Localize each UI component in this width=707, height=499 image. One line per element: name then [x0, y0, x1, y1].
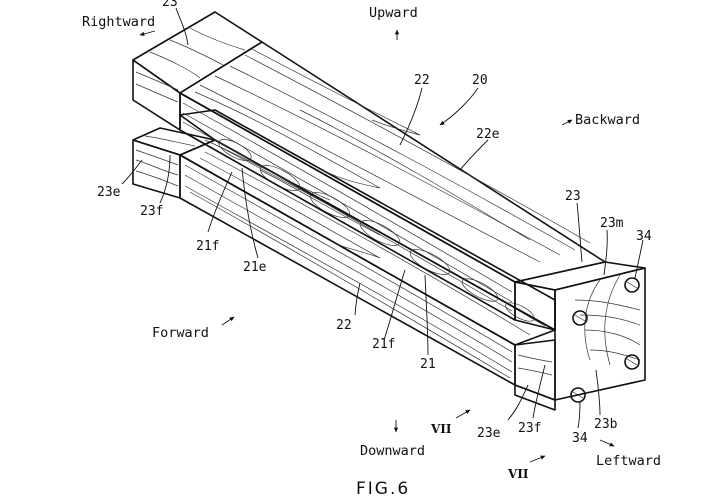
left-lower-end-block	[132, 127, 216, 199]
rightward-arrow-icon	[139, 30, 156, 36]
ref-22-upper: 22	[414, 73, 430, 88]
ref-23e-bottom: 23e	[477, 426, 501, 441]
lower-beam	[179, 139, 556, 386]
backward-arrow-icon	[561, 119, 573, 126]
downward-label: Downward	[360, 443, 425, 459]
ref-23-top: 23	[162, 0, 178, 10]
fastener-heads	[570, 277, 640, 403]
ref-21: 21	[420, 357, 436, 372]
labels: Rightward Upward Backward Forward Downwa…	[82, 0, 661, 499]
leader-lines	[121, 7, 644, 429]
section-mark-lower: VII	[507, 467, 529, 481]
ref-23e-left: 23e	[97, 185, 121, 200]
leftward-label: Leftward	[596, 453, 661, 469]
backward-label: Backward	[575, 112, 640, 128]
section-arrow-lower-icon	[529, 455, 546, 463]
ref-21e: 21e	[243, 260, 267, 275]
ref-23f-left: 23f	[140, 204, 163, 219]
ref-34-top: 34	[636, 229, 652, 244]
ref-20: 20	[472, 73, 488, 88]
ref-23b: 23b	[594, 417, 618, 432]
section-mark-upper: VII	[430, 422, 452, 436]
ref-21f-left: 21f	[196, 239, 219, 254]
right-upper-end-block	[514, 261, 646, 401]
rightward-label: Rightward	[82, 14, 155, 30]
ref-23-right: 23	[565, 189, 581, 204]
leftward-arrow-icon	[599, 439, 615, 447]
right-lower-end-block	[514, 339, 556, 411]
ref-21f-lower: 21f	[372, 337, 395, 352]
ref-34-bottom: 34	[572, 431, 588, 446]
forward-arrow-icon	[221, 316, 235, 326]
direction-arrows	[139, 29, 615, 463]
figure-caption: FIG.6	[356, 479, 410, 494]
ref-22e: 22e	[476, 127, 500, 142]
ref-22-lower: 22	[336, 318, 352, 333]
upward-label: Upward	[369, 5, 418, 21]
forward-label: Forward	[152, 325, 209, 341]
left-upper-end-block	[132, 11, 263, 131]
ref-23m: 23m	[600, 216, 624, 231]
section-arrow-upper-icon	[455, 409, 471, 419]
ref-23f-bottom: 23f	[518, 421, 541, 436]
